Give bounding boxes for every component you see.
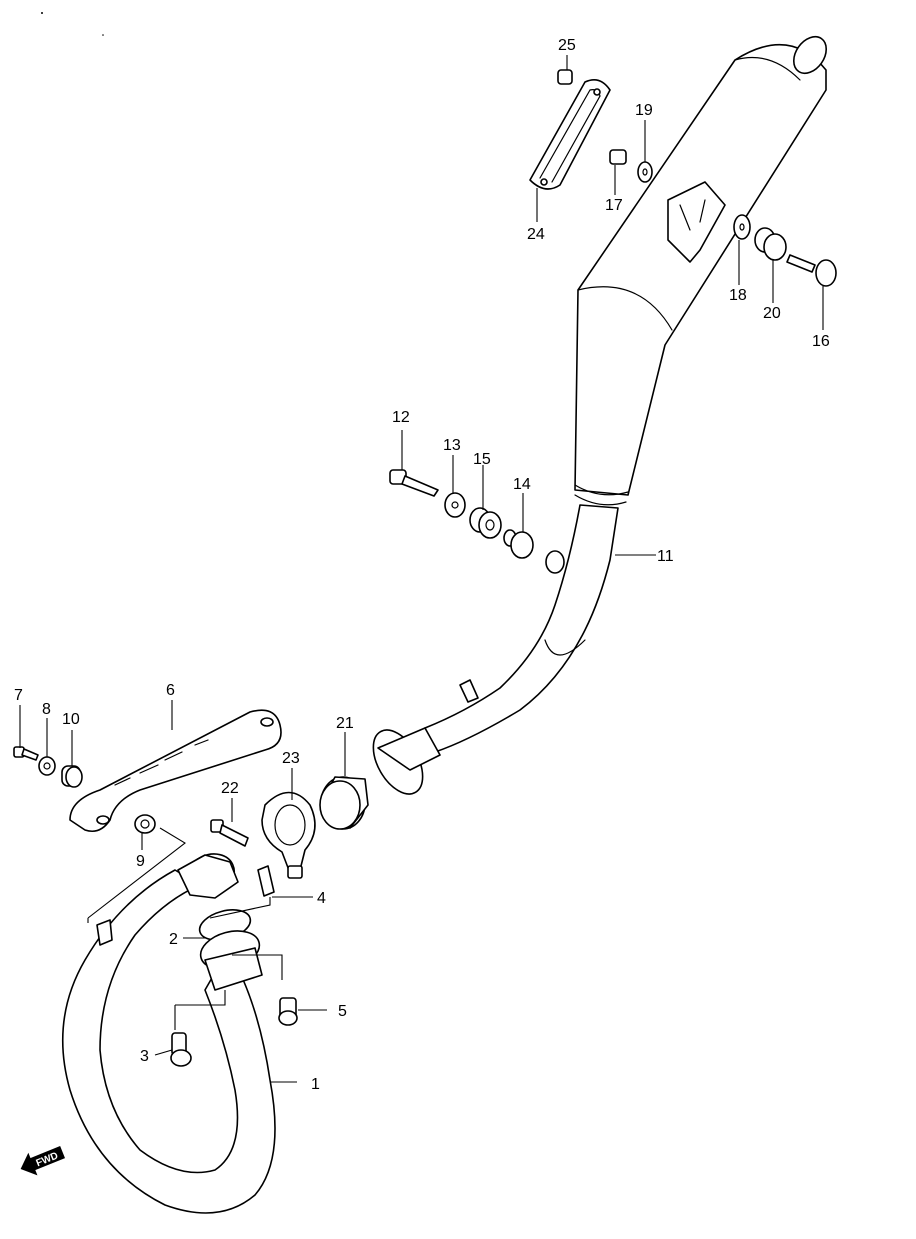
- nut-3: [170, 1032, 192, 1067]
- washer-19: [637, 161, 653, 183]
- callout-1: 1: [311, 1076, 320, 1093]
- bracket-link-24: [529, 79, 611, 190]
- fwd-label: FWD: [35, 1151, 60, 1170]
- leader-lines: [19, 55, 824, 1083]
- grommet-15: [469, 507, 502, 539]
- forward-arrow-icon: FWD: [20, 1146, 66, 1176]
- callout-4: 4: [317, 890, 326, 907]
- callout-25: 25: [558, 37, 576, 54]
- gasket-21: [319, 776, 369, 830]
- nut-9: [134, 814, 156, 834]
- exhaust-pipe: [61, 853, 276, 1214]
- callout-24: 24: [527, 226, 545, 243]
- callout-21: 21: [336, 715, 354, 732]
- callout-22: 22: [221, 780, 239, 797]
- callout-12: 12: [392, 409, 410, 426]
- callout-3: 3: [140, 1048, 149, 1065]
- bolt-7: [13, 746, 39, 761]
- callout-19: 19: [635, 102, 653, 119]
- collar-14: [503, 529, 534, 559]
- callout-13: 13: [443, 437, 461, 454]
- washer-18: [733, 214, 751, 240]
- callout-9: 9: [136, 853, 145, 870]
- callout-15: 15: [473, 451, 491, 468]
- spacer-10: [61, 765, 83, 788]
- bracket-plate: [69, 709, 282, 833]
- callout-23: 23: [282, 750, 300, 767]
- muffler: [372, 35, 828, 795]
- stud-4: [257, 865, 275, 897]
- bolt-16: [786, 254, 837, 287]
- callout-8: 8: [42, 701, 51, 718]
- washer-13: [444, 492, 466, 518]
- callout-10: 10: [62, 711, 80, 728]
- bolt-12: [389, 469, 439, 497]
- callout-18: 18: [729, 287, 747, 304]
- bolt-22: [210, 819, 249, 847]
- callout-2: 2: [169, 931, 178, 948]
- nut-25: [557, 69, 573, 85]
- washer-8: [38, 756, 56, 776]
- callout-5: 5: [338, 1003, 347, 1020]
- callout-20: 20: [763, 305, 781, 322]
- callout-11: 11: [657, 548, 674, 565]
- nut-17: [609, 149, 627, 165]
- callouts: 1 2 3 4 5 6 7 8 9 10 11 12 13 14 15 16 1…: [14, 37, 830, 1093]
- clamp-23: [261, 791, 316, 879]
- callout-6: 6: [166, 682, 175, 699]
- callout-17: 17: [605, 197, 623, 214]
- callout-7: 7: [14, 687, 23, 704]
- grommet-20: [754, 227, 787, 261]
- nut-5: [278, 997, 298, 1026]
- callout-16: 16: [812, 333, 830, 350]
- callout-14: 14: [513, 476, 531, 493]
